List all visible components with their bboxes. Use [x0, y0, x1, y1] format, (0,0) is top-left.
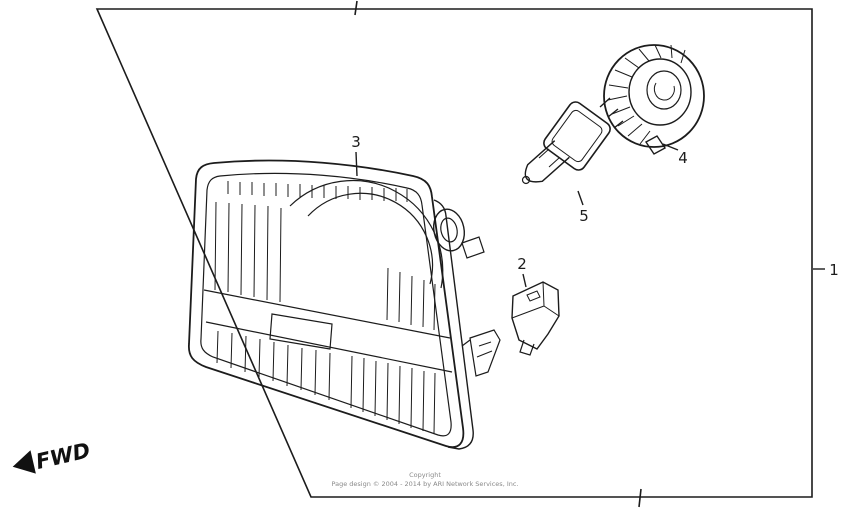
lens-dome-arc-inner [307, 192, 434, 285]
fwd-arrow-icon [12, 450, 36, 474]
bottom-registration-tick [638, 488, 642, 508]
lens-side-wall [433, 199, 474, 450]
headlight-lens-drawing [188, 159, 501, 450]
cover-bottom-tab [644, 135, 667, 155]
socket-ellipse-inner [440, 217, 458, 243]
retainer-slot [526, 290, 541, 302]
fwd-label: FWD [34, 438, 93, 474]
callout-2-label[interactable]: 2 [517, 255, 527, 273]
callout-5-label[interactable]: 5 [579, 207, 589, 225]
socket-connector [461, 236, 485, 259]
cover-inner-ring [646, 70, 682, 110]
cover-mid-ring [628, 58, 692, 126]
callout-5-leader [577, 190, 584, 206]
lens-top-hatch [227, 181, 408, 202]
bulb-tip [521, 175, 531, 185]
lens-center-rectangle [269, 313, 333, 350]
callout-4-label[interactable]: 4 [678, 149, 688, 167]
cover-outer-ring [603, 44, 705, 148]
dust-cover-drawing [603, 44, 705, 155]
lens-flutes-right-lower [350, 355, 436, 435]
bulb-filament-lines [538, 148, 560, 168]
top-registration-tick [354, 0, 358, 16]
lens-flutes-upper-left [214, 201, 282, 303]
bulb-flange-inner [551, 109, 603, 163]
bulb-envelope [524, 140, 570, 183]
lens-outer-outline [188, 159, 465, 448]
retainer-edges [511, 281, 560, 319]
callout-2-leader [522, 273, 527, 288]
cover-center-arc [653, 82, 675, 101]
lens-band-bottom [205, 321, 453, 373]
bulb-retainer-drawing [511, 281, 560, 356]
callout-3-label[interactable]: 3 [351, 133, 361, 151]
copyright-line-2: Page design © 2004 - 2014 by ARI Network… [331, 480, 518, 488]
socket-ellipse-outer [432, 208, 466, 252]
diagram-border [95, 8, 813, 498]
bulb-flange-outer [543, 101, 611, 171]
cover-rim-hatching [607, 44, 686, 145]
lens-band-top [203, 289, 451, 339]
fwd-indicator: FWD [12, 438, 93, 474]
halogen-bulb-drawing [521, 97, 624, 185]
mounting-tab [461, 329, 501, 377]
callout-4-leader [662, 143, 679, 151]
callout-1-label[interactable]: 1 [829, 261, 839, 279]
copyright-line-1: Copyright [409, 471, 441, 479]
lens-inner-outline [200, 172, 452, 437]
retainer-outline [511, 281, 560, 350]
lens-flutes-lower-left [216, 330, 331, 401]
callout-3-leader [355, 151, 358, 177]
mounting-tab-slots [476, 341, 493, 358]
retainer-foot [519, 339, 535, 356]
lens-flutes-right-upper [386, 267, 436, 331]
